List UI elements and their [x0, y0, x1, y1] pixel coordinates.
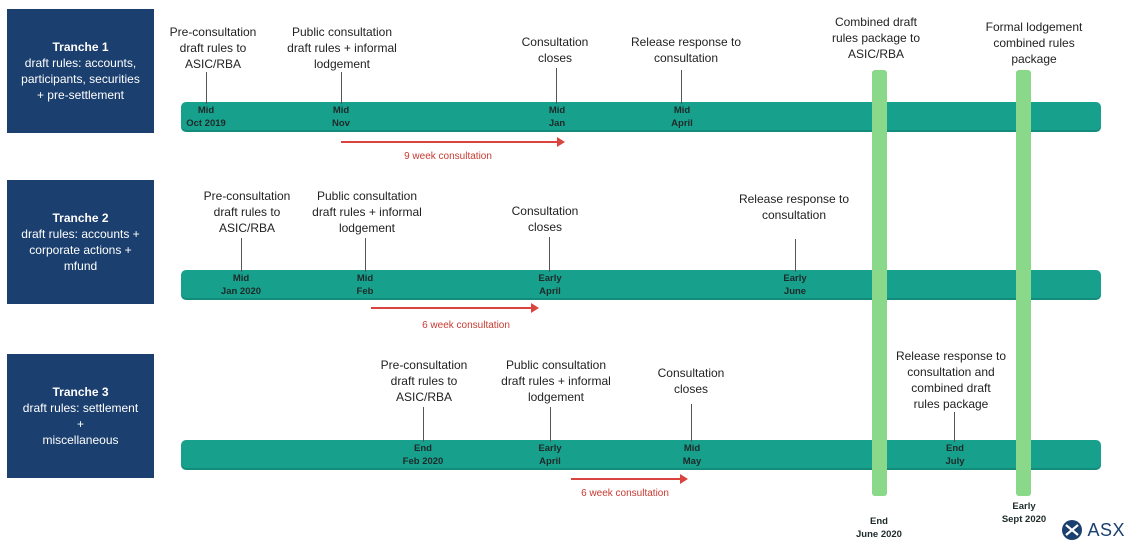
tranche-title: Tranche 1 — [52, 40, 109, 54]
tranche-desc-line: draft rules: settlement — [22, 401, 139, 415]
tranche-desc-line: draft rules: accounts, — [24, 56, 137, 70]
tranche-title: Tranche 3 — [52, 385, 109, 399]
tranche-desc-line: participants, securities — [21, 72, 140, 86]
consultation-arrow — [571, 474, 688, 484]
milestone-tick — [691, 404, 692, 442]
asx-logo: ASX — [1061, 519, 1125, 541]
key-date-line-june-2020 — [872, 70, 887, 496]
logo-text: ASX — [1087, 519, 1125, 540]
milestone-tick — [341, 72, 342, 104]
tranche-desc-line: corporate actions + — [29, 243, 132, 257]
milestone-tick — [795, 239, 796, 272]
tranche-desc-line: mfund — [63, 259, 98, 273]
consultation-period-label: 6 week consultation — [581, 488, 669, 499]
milestone-tick — [954, 412, 955, 442]
milestone-tick — [423, 407, 424, 442]
consultation-period-label: 9 week consultation — [404, 151, 492, 162]
asx-logo-icon — [1062, 520, 1083, 540]
tranche-2-box: Tranche 2 draft rules: accounts + corpor… — [7, 180, 154, 304]
milestone-tick — [241, 238, 242, 272]
milestone-tick — [365, 238, 366, 272]
tranche-3-timeline-bar — [181, 440, 1101, 470]
key-date-line-sept-2020 — [1016, 70, 1031, 496]
tranche-1-timeline-bar — [181, 102, 1101, 132]
milestone-tick — [206, 72, 207, 104]
tranche-2-timeline-bar — [181, 270, 1101, 300]
tranche-title: Tranche 2 — [52, 211, 109, 225]
tranche-desc-line: + pre-settlement — [36, 88, 125, 102]
consultation-arrow — [341, 137, 565, 147]
tranche-3-box: Tranche 3 draft rules: settlement + misc… — [7, 354, 154, 478]
tranche-desc-line: draft rules: accounts + — [21, 227, 140, 241]
consultation-arrow — [371, 303, 539, 313]
tranche-desc-line: miscellaneous — [42, 433, 119, 447]
consultation-period-label: 6 week consultation — [422, 320, 510, 331]
tranche-desc-line: + — [76, 417, 84, 431]
milestone-tick — [549, 237, 550, 272]
tranche-1-box: Tranche 1 draft rules: accounts, partici… — [7, 9, 154, 133]
milestone-tick — [681, 70, 682, 104]
milestone-tick — [556, 68, 557, 104]
milestone-tick — [550, 407, 551, 442]
